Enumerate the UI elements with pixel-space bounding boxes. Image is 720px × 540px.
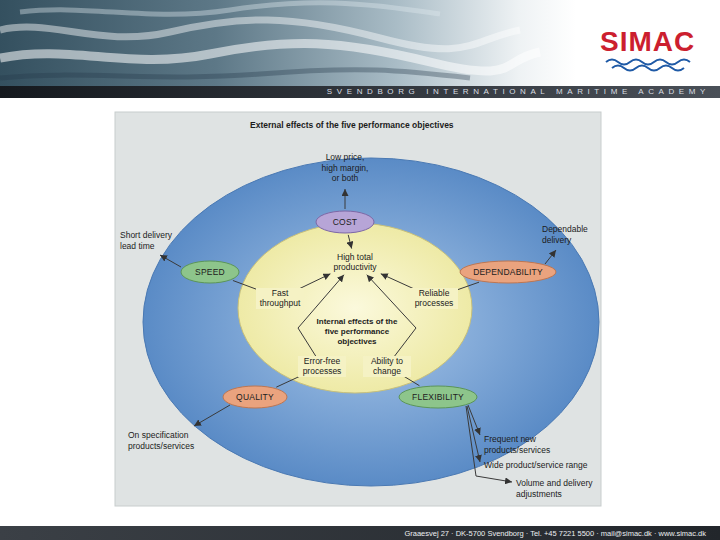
objective-label: FLEXIBILITY — [412, 392, 464, 403]
figure-ground — [115, 112, 601, 506]
effect-arrow — [160, 255, 181, 267]
objective-ellipse — [181, 261, 239, 283]
effect-label: Ability to change — [363, 356, 411, 377]
header-bar — [0, 86, 720, 98]
objective-ellipse: FLEXIBILITY — [398, 385, 478, 409]
effect-label: Fast throughput — [256, 288, 304, 309]
external-effect: Low price, high margin, or both — [320, 152, 370, 184]
objective-label: SPEED — [195, 267, 225, 278]
logo-wave — [612, 66, 684, 71]
objective-label: DEPENDABILITY — [473, 267, 543, 278]
connector-arrow — [348, 235, 351, 249]
objective-ellipse — [316, 211, 374, 233]
external-effect: Wide product/service range — [484, 460, 587, 471]
external-effect: Short delivery lead time — [120, 230, 180, 251]
objective-label: QUALITY — [236, 392, 274, 403]
objective-ellipse: SPEED — [180, 260, 240, 284]
internal-region-ellipse — [238, 223, 472, 393]
objective-ellipse — [399, 386, 477, 408]
external-effect: Dependable delivery — [542, 224, 594, 245]
region-heading: External effects of the five performance… — [250, 120, 454, 131]
external-effect: On specification products/services — [128, 430, 198, 451]
wave-trough — [0, 70, 470, 78]
effect-arrow — [467, 406, 480, 462]
effect-arrow — [194, 405, 230, 426]
footer-contact: Graaesvej 27 · DK-5700 Svendborg · Tel. … — [404, 527, 706, 540]
objective-ellipse — [223, 386, 287, 408]
objective-label: COST — [333, 217, 357, 228]
wave-crest — [0, 44, 540, 72]
external-effect: Volume and delivery adjustments — [516, 478, 596, 499]
effect-label: Error-free processes — [298, 356, 346, 377]
region-heading: Internal effects of the five performance… — [315, 317, 399, 347]
objective-ellipse — [460, 261, 556, 283]
external-effect: Frequent new products/services — [484, 434, 554, 455]
academy-name: SVENDBORG INTERNATIONAL MARITIME ACADEMY — [327, 86, 710, 98]
external-region-ellipse — [143, 158, 599, 486]
sea-banner — [0, 0, 720, 86]
wave-crest — [20, 3, 440, 15]
effect-label: Reliable processes — [410, 288, 458, 309]
logo-wave — [606, 60, 690, 65]
effect-arrow — [545, 250, 556, 264]
objective-ellipse: DEPENDABILITY — [459, 260, 557, 284]
objective-ellipse: COST — [315, 210, 375, 234]
objective-ellipse: QUALITY — [222, 385, 288, 409]
footer-bar — [0, 526, 720, 540]
logo-wordmark: SIMAC — [600, 27, 695, 57]
result-text: High total productivity — [329, 252, 381, 273]
effect-arrow — [345, 189, 346, 209]
